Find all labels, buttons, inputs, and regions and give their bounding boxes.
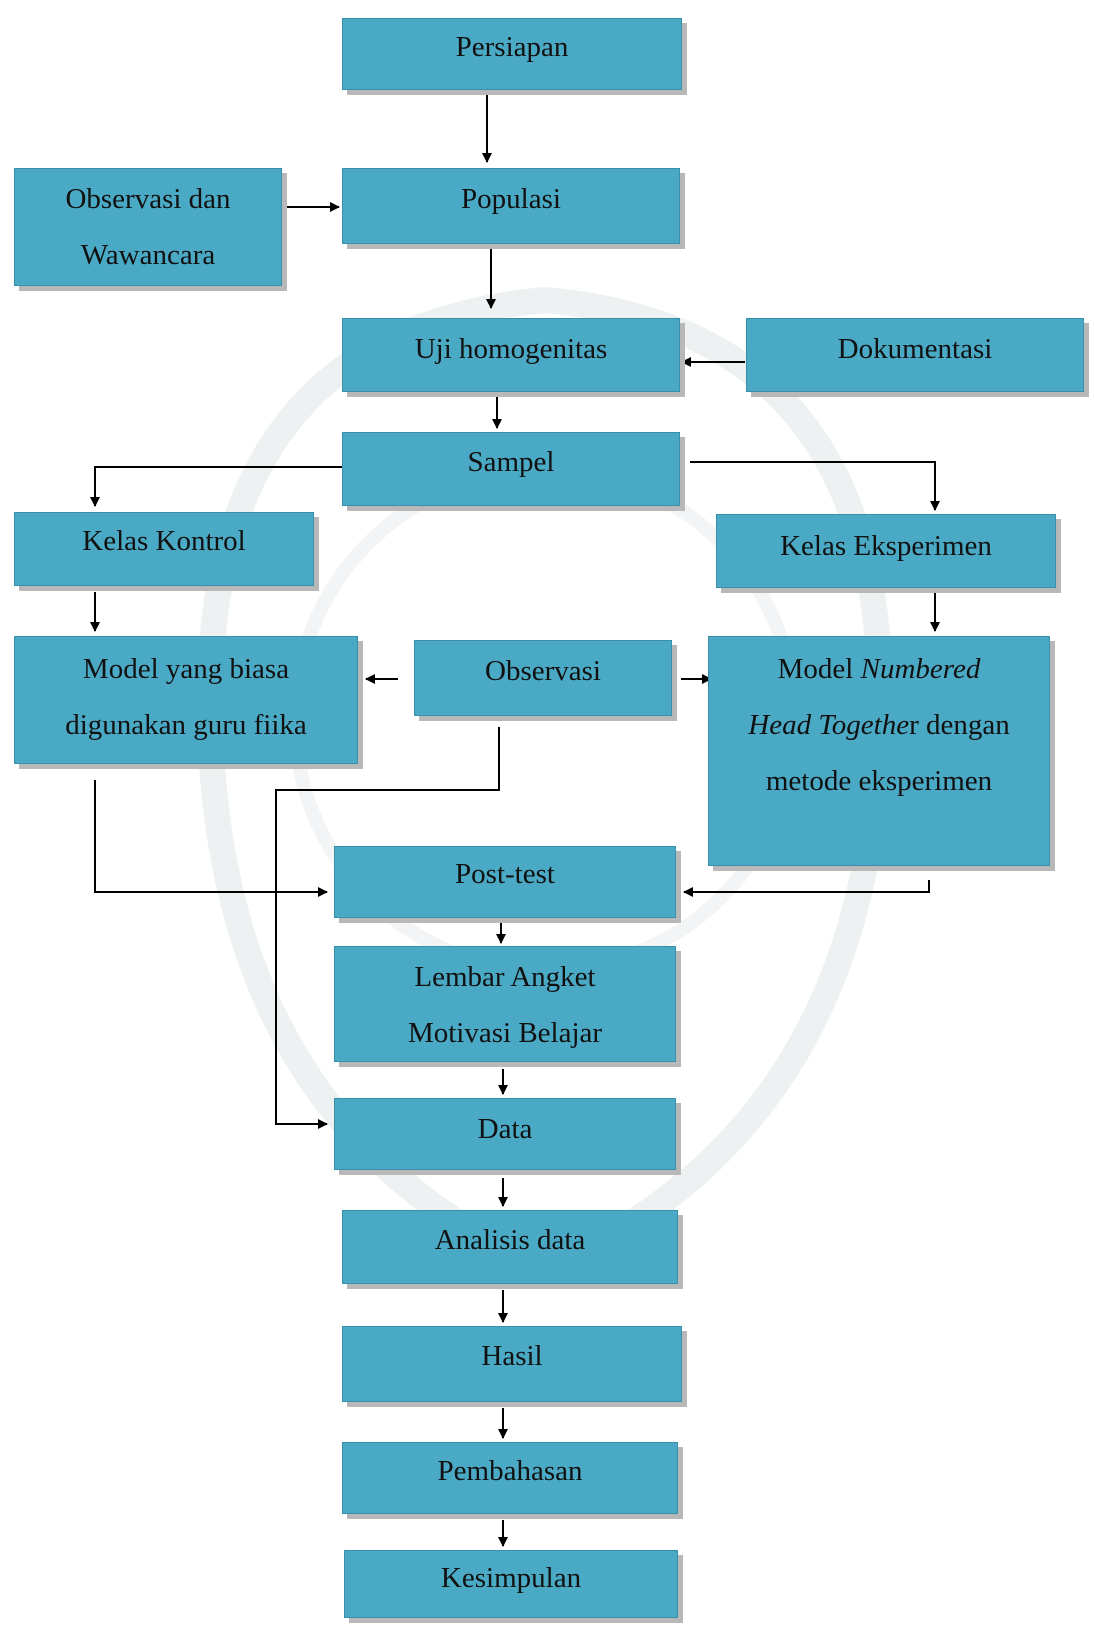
node-persiapan: Persiapan	[342, 18, 682, 90]
node-post-test-label: Post-test	[455, 858, 555, 890]
node-model-biasa: Model yang biasa digunakan guru fiika	[14, 636, 358, 764]
node-model-nht-line2-b: r dengan	[909, 709, 1010, 741]
node-model-biasa-line1: Model yang biasa	[82, 653, 290, 685]
node-kelas-eksperimen-label: Kelas Eksperimen	[780, 530, 992, 562]
arrow-model-biasa-post-test	[94, 780, 328, 897]
node-lembar-angket-line2: Motivasi Belajar	[407, 1017, 603, 1049]
node-lembar-angket-line1: Lembar Angket	[414, 961, 596, 993]
node-analisis-data-label: Analisis data	[434, 1224, 586, 1256]
node-kesimpulan-label: Kesimpulan	[440, 1562, 582, 1594]
node-model-nht-line3: metode eksperimen	[765, 765, 993, 797]
node-kelas-eksperimen: Kelas Eksperimen	[716, 514, 1056, 588]
node-model-nht-line1-a: Model	[777, 653, 861, 685]
node-observasi: Observasi	[414, 640, 672, 716]
node-data-label: Data	[477, 1113, 533, 1145]
node-dokumentasi-label: Dokumentasi	[837, 333, 993, 365]
node-persiapan-label: Persiapan	[455, 31, 569, 63]
node-observasi-wawancara-line2: Wawancara	[80, 239, 216, 271]
node-analisis-data: Analisis data	[342, 1210, 678, 1284]
node-data: Data	[334, 1098, 676, 1170]
node-kelas-kontrol-label: Kelas Kontrol	[82, 525, 246, 557]
node-observasi-wawancara: Observasi dan Wawancara	[14, 168, 282, 286]
arrow-model-nht-post-test	[683, 880, 930, 897]
node-uji-homogenitas-label: Uji homogenitas	[414, 333, 608, 365]
node-model-nht-line2-a: Head Togethe	[748, 709, 910, 741]
node-observasi-wawancara-line1: Observasi dan	[65, 183, 231, 215]
node-populasi: Populasi	[342, 168, 680, 244]
node-populasi-label: Populasi	[461, 183, 561, 215]
node-lembar-angket: Lembar Angket Motivasi Belajar	[334, 946, 676, 1062]
arrow-sampel-kelas-kontrol	[90, 466, 342, 507]
node-sampel-label: Sampel	[467, 446, 555, 478]
node-observasi-label: Observasi	[485, 655, 601, 687]
node-hasil: Hasil	[342, 1326, 682, 1402]
arrow-observasi-data	[275, 727, 500, 1129]
node-uji-homogenitas: Uji homogenitas	[342, 318, 680, 392]
node-pembahasan-label: Pembahasan	[437, 1455, 583, 1487]
node-kesimpulan: Kesimpulan	[344, 1550, 678, 1618]
node-model-nht-line1: Model Numbered	[709, 641, 1049, 697]
node-sampel: Sampel	[342, 432, 680, 506]
node-model-biasa-line2: digunakan guru fiika	[65, 709, 307, 741]
node-dokumentasi: Dokumentasi	[746, 318, 1084, 392]
node-kelas-kontrol: Kelas Kontrol	[14, 512, 314, 586]
node-model-nht-line2: Head Together dengan	[709, 697, 1049, 753]
node-hasil-label: Hasil	[481, 1340, 543, 1372]
node-post-test: Post-test	[334, 846, 676, 918]
node-pembahasan: Pembahasan	[342, 1442, 678, 1514]
node-model-nht-line1-b: Numbered	[860, 653, 981, 685]
arrow-sampel-kelas-eksperimen	[690, 461, 940, 511]
node-model-nht: Model Numbered Head Together dengan meto…	[708, 636, 1050, 866]
